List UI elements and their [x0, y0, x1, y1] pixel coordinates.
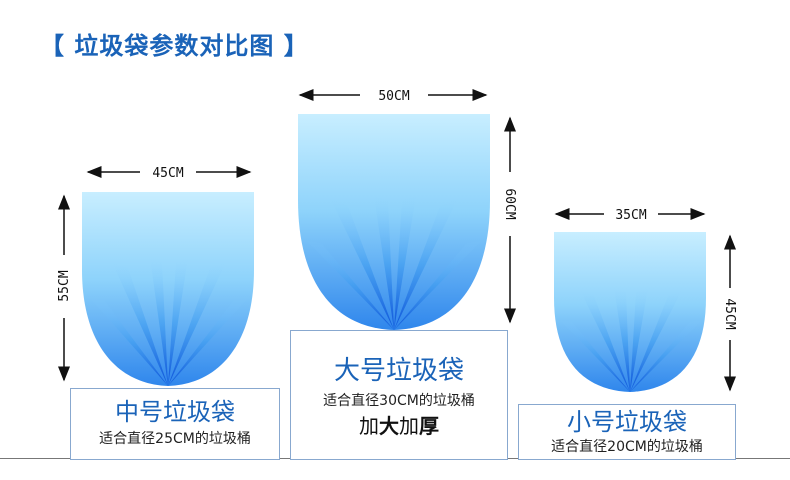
- medium-bag: [82, 192, 254, 386]
- small-bag-name: 小号垃圾袋: [567, 408, 687, 436]
- extra-char-1: 加: [359, 414, 379, 439]
- large-height-dimension: 60CM: [502, 116, 517, 324]
- small-bag-desc: 适合直径20CM的垃圾桶: [551, 438, 703, 455]
- large-bag-extra: 加大加厚: [291, 414, 507, 438]
- large-bag-name: 大号垃圾袋: [333, 356, 464, 386]
- medium-bag-name: 中号垃圾袋: [115, 398, 235, 426]
- extra-char-2: 大: [379, 414, 399, 439]
- large-width-label: 50CM: [378, 89, 409, 104]
- large-width-dimension: 50CM: [298, 89, 488, 104]
- medium-height-dimension: 55CM: [57, 194, 72, 382]
- page-title: 【 垃圾袋参数对比图 】: [40, 32, 309, 60]
- medium-width-label: 45CM: [152, 166, 183, 181]
- small-width-dimension: 35CM: [554, 208, 706, 223]
- large-height-label: 60CM: [502, 188, 517, 219]
- large-podium: 大号垃圾袋 适合直径30CM的垃圾桶 加大加厚: [290, 330, 508, 460]
- small-height-dimension: 45CM: [722, 234, 737, 392]
- extra-char-4: 厚: [419, 414, 439, 439]
- extra-char-3: 加: [399, 414, 419, 439]
- medium-podium: 中号垃圾袋 适合直径25CM的垃圾桶: [70, 388, 280, 460]
- small-podium: 小号垃圾袋 适合直径20CM的垃圾桶: [518, 404, 736, 460]
- large-bag-desc: 适合直径30CM的垃圾桶: [323, 392, 475, 409]
- medium-bag-desc: 适合直径25CM的垃圾桶: [99, 430, 251, 447]
- large-bag: [298, 114, 490, 330]
- medium-width-dimension: 45CM: [86, 166, 252, 181]
- medium-height-label: 55CM: [57, 270, 72, 301]
- small-bag: [554, 232, 706, 392]
- small-height-label: 45CM: [722, 298, 737, 329]
- small-width-label: 35CM: [615, 208, 646, 223]
